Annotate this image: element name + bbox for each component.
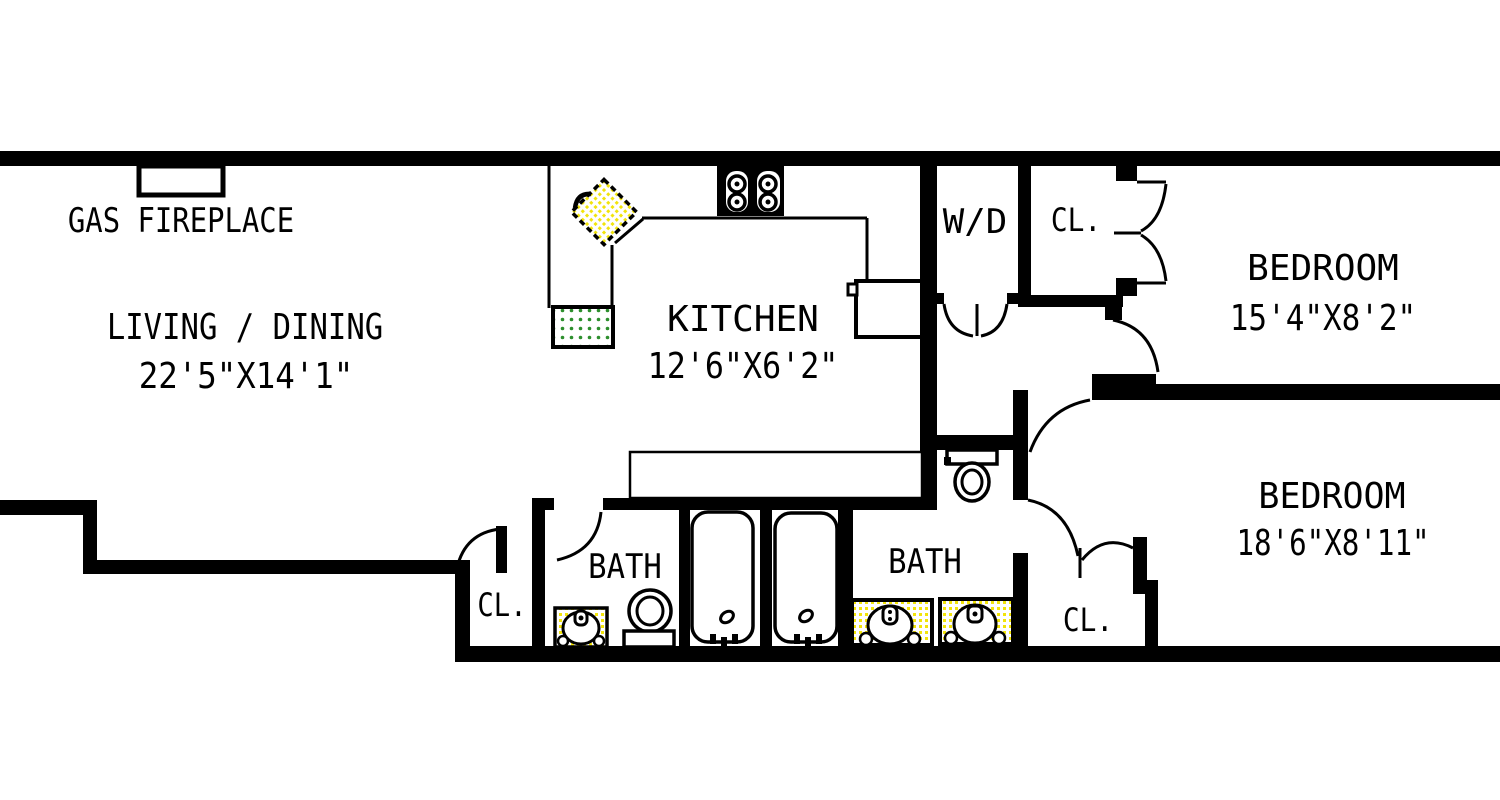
refrigerator bbox=[846, 279, 924, 339]
label-wd: W/D bbox=[942, 202, 1008, 242]
wall-closet2-right-a bbox=[1133, 537, 1147, 594]
closet-top-door-arc-upper bbox=[1140, 183, 1168, 233]
doorpost-bedroom1 bbox=[1105, 307, 1122, 320]
tub1-drain-icon bbox=[719, 609, 735, 625]
kitchen-faucet-icon bbox=[572, 191, 592, 209]
label-bedroom1-dims: 15'4"X8'2" bbox=[1229, 298, 1417, 339]
wall-bath1-top-a bbox=[532, 498, 554, 510]
label-kitchen-dims: 12'6"X6'2" bbox=[647, 346, 839, 387]
toilet-2 bbox=[944, 448, 999, 503]
wall-kitchen-right bbox=[920, 151, 937, 510]
wall-tub1-left bbox=[679, 508, 690, 648]
wall-top-exterior bbox=[0, 151, 1500, 166]
tub2-drain-icon bbox=[798, 608, 814, 624]
wall-tub2-right bbox=[838, 508, 853, 648]
bathtub-1 bbox=[690, 510, 755, 647]
closet1-door-arc bbox=[455, 527, 501, 569]
wall-hall-bottom bbox=[83, 560, 457, 574]
label-closet-bedroom1: CL. bbox=[1050, 201, 1102, 239]
label-living-dining: LIVING / DINING bbox=[106, 307, 384, 348]
wall-hall-end-upper bbox=[1013, 390, 1028, 500]
wall-hall-end-lower bbox=[1013, 553, 1028, 653]
doorpost-wd-right bbox=[1007, 293, 1018, 304]
bath1-door-arc bbox=[556, 511, 603, 562]
closet2-door-right-arc bbox=[1080, 541, 1134, 561]
label-bedroom1: BEDROOM bbox=[1247, 248, 1399, 289]
wall-wd-right bbox=[1018, 151, 1031, 303]
bathtub-2 bbox=[773, 511, 839, 647]
wall-bedroom-divider bbox=[1092, 384, 1500, 400]
label-bedroom2: BEDROOM bbox=[1258, 476, 1406, 517]
bedroom2-door-arc bbox=[1028, 398, 1091, 453]
dishwasher bbox=[551, 305, 615, 349]
refrigerator-handle bbox=[846, 282, 859, 297]
wd-door-right-arc bbox=[980, 303, 1009, 338]
label-kitchen: KITCHEN bbox=[667, 299, 819, 340]
wall-bath-top-b bbox=[603, 498, 923, 510]
wall-bottom-exterior bbox=[455, 646, 1500, 662]
vanity-sink-bath2-right bbox=[938, 597, 1015, 646]
doorpost-closet1 bbox=[496, 526, 507, 573]
range-burners bbox=[717, 166, 784, 216]
wall-closet-top-bottom bbox=[1018, 295, 1123, 307]
label-bath1: BATH bbox=[588, 547, 662, 587]
gas-fireplace-box bbox=[136, 163, 226, 198]
closet-top-door-arc-lower bbox=[1140, 233, 1168, 282]
wall-bedroom-divider-bump bbox=[1092, 374, 1156, 388]
thin-lines bbox=[547, 166, 924, 500]
hall-soffit bbox=[628, 450, 924, 500]
kitchen-sink bbox=[568, 176, 640, 248]
doorpost-closet-top-lower bbox=[1116, 278, 1137, 296]
doorpost-wd-left bbox=[933, 293, 944, 304]
label-closet-bedroom2: CL. bbox=[1062, 601, 1114, 639]
label-bath2: BATH bbox=[888, 542, 962, 582]
label-bedroom2-dims: 18'6"X8'11" bbox=[1236, 523, 1430, 564]
closet2-door-left-arc bbox=[1027, 498, 1080, 557]
doorpost-closet-top-upper bbox=[1116, 163, 1137, 181]
wall-toilet-alcove-top bbox=[920, 435, 1013, 450]
wall-closet1-left bbox=[455, 560, 470, 660]
wall-tubs-divider bbox=[760, 508, 772, 648]
vanity-sink-bath2-left bbox=[850, 598, 934, 647]
wall-closet2-right-b bbox=[1145, 580, 1158, 656]
wall-left-step-h bbox=[0, 500, 97, 515]
walls bbox=[0, 151, 1500, 662]
wall-left-step-v bbox=[83, 500, 97, 574]
counter-diagonal bbox=[614, 217, 644, 245]
toilet-1 bbox=[622, 588, 676, 649]
label-gas-fireplace: GAS FIREPLACE bbox=[67, 201, 295, 241]
wd-door-left-arc bbox=[942, 303, 974, 338]
bedroom1-door-arc bbox=[1112, 318, 1160, 373]
label-closet-hall: CL. bbox=[477, 586, 527, 624]
label-living-dims: 22'5"X14'1" bbox=[138, 356, 354, 397]
doors bbox=[455, 180, 1168, 578]
vanity-sink-bath1 bbox=[553, 606, 609, 649]
wall-bath1-left bbox=[532, 498, 545, 648]
